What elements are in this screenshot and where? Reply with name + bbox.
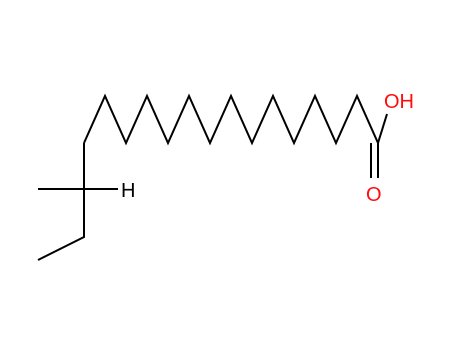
carbon-chain-bond: [83, 93, 379, 146]
carbonyl-oxygen-label: O: [366, 184, 382, 206]
ethyl-bond: [37, 189, 85, 261]
c-oh-bond: [377, 113, 388, 144]
hydroxyl-label: OH: [384, 91, 414, 113]
hydrogen-label: H: [121, 180, 135, 202]
